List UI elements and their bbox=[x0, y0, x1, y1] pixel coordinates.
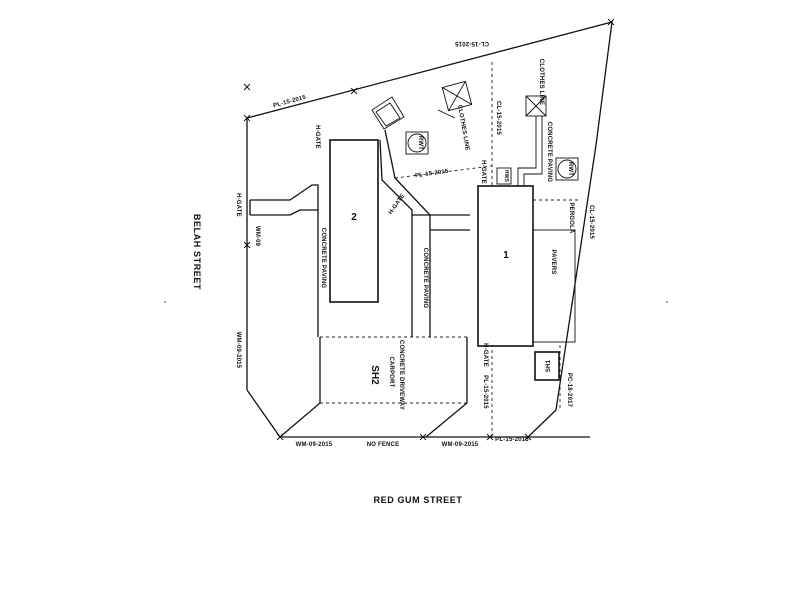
fence-code-right-lower: PC-18-2017 bbox=[566, 373, 572, 408]
internal-fences bbox=[320, 62, 561, 437]
fence-code-left-upper: WM-09 bbox=[254, 226, 260, 247]
shed-1-building bbox=[534, 351, 560, 381]
fence-code-right-upper: CL-15-2015 bbox=[588, 205, 594, 239]
rwt-left-label: RWT bbox=[417, 136, 423, 150]
hws-label: HWS bbox=[503, 170, 509, 183]
gate-bottom-right-label: H-GATE bbox=[482, 343, 488, 367]
fence-code-bottom-right: PL-15-2015 bbox=[495, 437, 529, 443]
gate-top-left-label: H-GATE bbox=[314, 125, 320, 149]
carport bbox=[279, 337, 468, 438]
unit-2-building bbox=[329, 139, 379, 303]
gate-top-right-label: H-GATE bbox=[480, 160, 486, 184]
pergola-label: PERGOLA bbox=[568, 202, 574, 234]
gate-left-label: H-GATE bbox=[235, 193, 241, 217]
rwt-right-icon bbox=[555, 157, 579, 181]
fence-code-left-lower: WM-09-2015 bbox=[235, 332, 241, 369]
unit-1-building bbox=[477, 185, 534, 347]
red-gum-street-label: RED GUM STREET bbox=[374, 495, 463, 505]
pavers-area bbox=[532, 199, 580, 343]
concrete-paving-top-label: CONCRETE PAVING bbox=[546, 122, 552, 183]
corner-structure bbox=[371, 96, 405, 130]
unit-2-label: 2 bbox=[351, 212, 357, 223]
shed-2-label: SH2 bbox=[369, 365, 380, 385]
rwt-right-label: RWT bbox=[567, 162, 573, 176]
no-fence-label: NO FENCE bbox=[367, 442, 400, 448]
fence-code-top-right-corner: CL-15-2015 bbox=[455, 40, 489, 46]
belah-street-label: BELAH STREET bbox=[192, 214, 202, 290]
scan-specks bbox=[164, 301, 668, 303]
property-boundary bbox=[246, 21, 613, 438]
concrete-driveway-label: CONCRETE DRIVEWAY bbox=[398, 340, 404, 410]
gate-middle-label: H-GATE bbox=[388, 193, 407, 216]
clothes-line-right-label: CLOTHES LINE bbox=[538, 59, 544, 105]
rwt-left-icon bbox=[405, 131, 429, 155]
hws-box bbox=[496, 167, 512, 185]
fence-code-middle-diagonal: PL-15-2015 bbox=[415, 169, 450, 180]
concrete-paving-left-label: CONCRETE PAVING bbox=[320, 228, 326, 289]
clothes-line-right-icon bbox=[517, 95, 547, 186]
concrete-paving-middle bbox=[379, 129, 470, 337]
carport-label: CARPORT bbox=[388, 356, 394, 387]
concrete-paving-left bbox=[249, 184, 319, 337]
clothes-line-left-icon bbox=[437, 80, 473, 119]
fence-code-bottom-left: WM-09-2015 bbox=[296, 442, 333, 448]
concrete-paving-mid-label: CONCRETE PAVING bbox=[422, 248, 428, 309]
fence-code-top-middle: CL-15-2015 bbox=[495, 101, 501, 135]
clothes-line-left-label: CLOTHES LINE bbox=[456, 104, 470, 151]
fence-code-bottom-middle: WM-09-2015 bbox=[442, 442, 479, 448]
shed-1-label: SH1 bbox=[546, 359, 552, 372]
unit-1-label: 1 bbox=[503, 250, 509, 261]
fence-code-right-vertical: PL-15-2015 bbox=[482, 375, 488, 409]
pavers-label: PAVERS bbox=[550, 250, 556, 275]
